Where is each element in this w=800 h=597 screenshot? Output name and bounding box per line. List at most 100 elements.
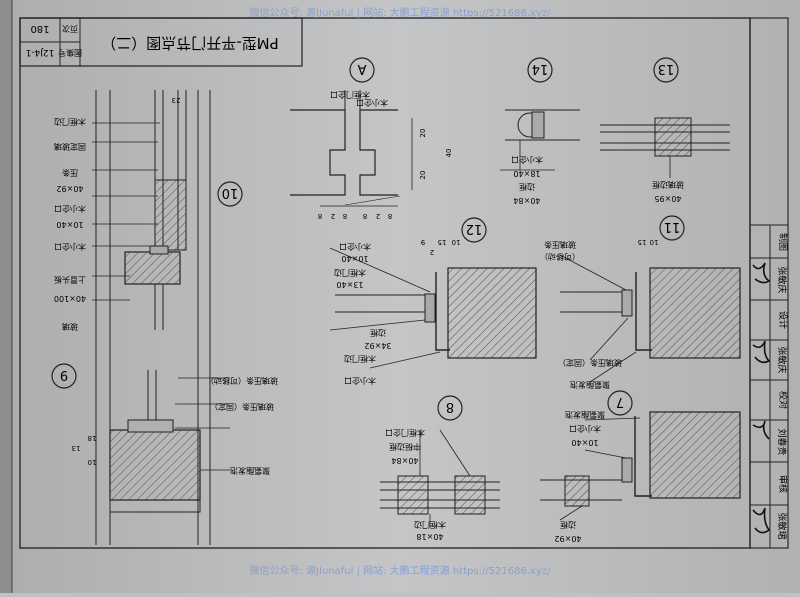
callout-14 bbox=[527, 57, 553, 83]
sig-role-review: 审核 bbox=[777, 475, 789, 493]
label-40x100: 40×100 bbox=[54, 294, 86, 303]
label-14-size-b: 40×84 bbox=[513, 196, 540, 205]
label-12-d: 木框门边 bbox=[344, 354, 376, 364]
detail-12: 木小企口 10×40 木框门边 13×40 边框 34×92 木框门边 木小企口… bbox=[329, 217, 537, 386]
binding-strip bbox=[0, 0, 12, 593]
callout-7-number: 7 bbox=[616, 394, 624, 409]
detail-13: 玻璃边框 40×95 13 bbox=[600, 57, 730, 203]
label-8-size-b: 40×18 bbox=[416, 532, 443, 541]
label-8-c: 木框门边 bbox=[414, 520, 446, 530]
label-14-a: 木小企口 bbox=[511, 155, 543, 165]
label-12-size-a: 10×40 bbox=[341, 254, 368, 263]
sig-name-review: 张敏珺 bbox=[776, 512, 788, 539]
label-glass: 玻璃 bbox=[62, 322, 78, 332]
label-12-size-c: 34×92 bbox=[364, 341, 391, 350]
dim-12-10: 10 bbox=[452, 238, 461, 246]
sig-role-draw: 制图 bbox=[777, 233, 789, 251]
label-fix-line: 固定玻璃 bbox=[54, 142, 86, 152]
callout-8 bbox=[437, 395, 463, 421]
signature-scribble bbox=[752, 340, 771, 364]
label-lower-rail: 上冒头板 bbox=[54, 275, 86, 285]
label-13: 玻璃边框 bbox=[652, 180, 684, 190]
dim-10: 10 bbox=[88, 458, 97, 466]
label-timber-edge: 木小企口 bbox=[54, 204, 86, 214]
label-8-a: 木框门企口 bbox=[385, 428, 425, 438]
dim-12-15: 15 bbox=[438, 238, 447, 246]
page-label: 页次 bbox=[62, 24, 78, 34]
callout-9 bbox=[51, 363, 77, 389]
callout-13-number: 13 bbox=[658, 61, 675, 76]
dim-12-9: 9 bbox=[421, 238, 425, 246]
signature-scribble bbox=[752, 420, 770, 440]
label-12-a: 木小企口 bbox=[339, 242, 371, 252]
label-A-bottom: 木小企口 bbox=[356, 98, 388, 108]
label-11-a: 玻璃压条 bbox=[544, 240, 576, 250]
dim-20b: 20 bbox=[419, 171, 427, 180]
dim-23: 23 bbox=[172, 96, 181, 104]
detail-11: 玻璃压条 （可移动） 玻璃压条（固定） 聚氨酯发泡 10 15 11 bbox=[540, 215, 741, 390]
detail-8: 木框门企口 中梃边框 40×84 木框门边 40×18 8 bbox=[380, 395, 500, 541]
label-14-size-a: 18×40 bbox=[513, 169, 540, 178]
label-7-size-a: 10×40 bbox=[571, 438, 598, 447]
drawing-title: PM型-平开门节点图（二） bbox=[101, 34, 278, 52]
sig-role-check: 校对 bbox=[777, 391, 789, 409]
dim-12-2: 2 bbox=[430, 248, 434, 256]
label-7-b: 木小企口 bbox=[569, 424, 601, 434]
detail-14: 木小企口 18×40 边框 40×84 14 bbox=[500, 57, 580, 205]
callout-12-number: 12 bbox=[466, 221, 483, 236]
callout-A-letter: A bbox=[357, 61, 366, 76]
sig-name-design: 张敏庆 bbox=[776, 346, 788, 373]
label-A-top: 木框门企口 bbox=[330, 90, 370, 100]
dim-A-3: 8 bbox=[343, 212, 347, 220]
label-7-c: 边框 bbox=[560, 520, 576, 530]
label-11-d: 聚氨酯发泡 bbox=[570, 380, 610, 390]
callout-8-number: 8 bbox=[446, 399, 454, 414]
atlas-label: 图集号 bbox=[58, 48, 82, 58]
signature-scribble bbox=[752, 262, 771, 284]
dim-A-2: 2 bbox=[331, 212, 335, 220]
callout-12 bbox=[461, 217, 487, 243]
signature-scribble bbox=[752, 507, 771, 534]
label-12-b: 木框门边 bbox=[334, 268, 366, 278]
label-hinge-side: 玻璃压条（固定） bbox=[210, 402, 274, 412]
label-7-size-b: 40×92 bbox=[554, 534, 581, 543]
label-7-a: 聚氨酯发泡 bbox=[565, 410, 605, 420]
dim-11-15: 15 bbox=[638, 238, 647, 246]
dim-18: 18 bbox=[88, 434, 97, 442]
atlas-no: 12J4-1 bbox=[26, 47, 55, 57]
label-timber-edge-2: 木小企口 bbox=[54, 242, 86, 252]
callout-13 bbox=[653, 57, 679, 83]
signature-block: 制图 张敏庆 设计 张敏庆 校对 刘春贵 审核 张敏珺 bbox=[750, 224, 789, 548]
dim-13: 13 bbox=[72, 444, 81, 452]
page-no: 180 bbox=[30, 23, 49, 34]
dim-20a: 20 bbox=[419, 129, 427, 138]
label-door-edge: 木框门边 bbox=[54, 117, 86, 127]
dim-40: 40 bbox=[445, 149, 453, 158]
dim-A-5: 2 bbox=[376, 212, 380, 220]
label-11-c: 玻璃压条（固定） bbox=[558, 358, 622, 368]
sig-role-design: 设计 bbox=[777, 311, 789, 329]
label-12-c: 边框 bbox=[370, 328, 386, 338]
label-10x40: 10×40 bbox=[56, 220, 83, 229]
callout-7 bbox=[607, 390, 633, 416]
label-14-b: 边框 bbox=[519, 182, 535, 192]
callout-9-number: 9 bbox=[60, 367, 68, 382]
label-11-b: （可移动） bbox=[540, 252, 580, 262]
dim-11-10: 10 bbox=[650, 238, 659, 246]
callout-A bbox=[349, 57, 375, 83]
label-12-size-b: 13×40 bbox=[336, 280, 363, 289]
label-8-b: 中梃边框 bbox=[389, 442, 421, 452]
label-12-e: 木小企口 bbox=[344, 376, 376, 386]
dim-A-1: 8 bbox=[318, 212, 322, 220]
label-8-size-a: 40×84 bbox=[391, 456, 418, 465]
callout-11-number: 11 bbox=[664, 219, 681, 234]
detail-9: 玻璃压条（可移动） 玻璃压条（固定） 聚氨酯发泡 18 13 10 9 bbox=[51, 363, 278, 513]
label-seal: 聚氨酯发泡 bbox=[230, 466, 270, 476]
callout-14-number: 14 bbox=[532, 61, 549, 76]
title-block: 180 页次 12J4-1 图集号 PM型-平开门节点图（二） bbox=[19, 17, 303, 67]
callout-10 bbox=[217, 181, 243, 207]
label-40x92: 40×92 bbox=[56, 184, 83, 193]
detail-A: 木框门企口 木小企口 20 20 40 8 2 8 8 2 8 A bbox=[290, 57, 453, 220]
